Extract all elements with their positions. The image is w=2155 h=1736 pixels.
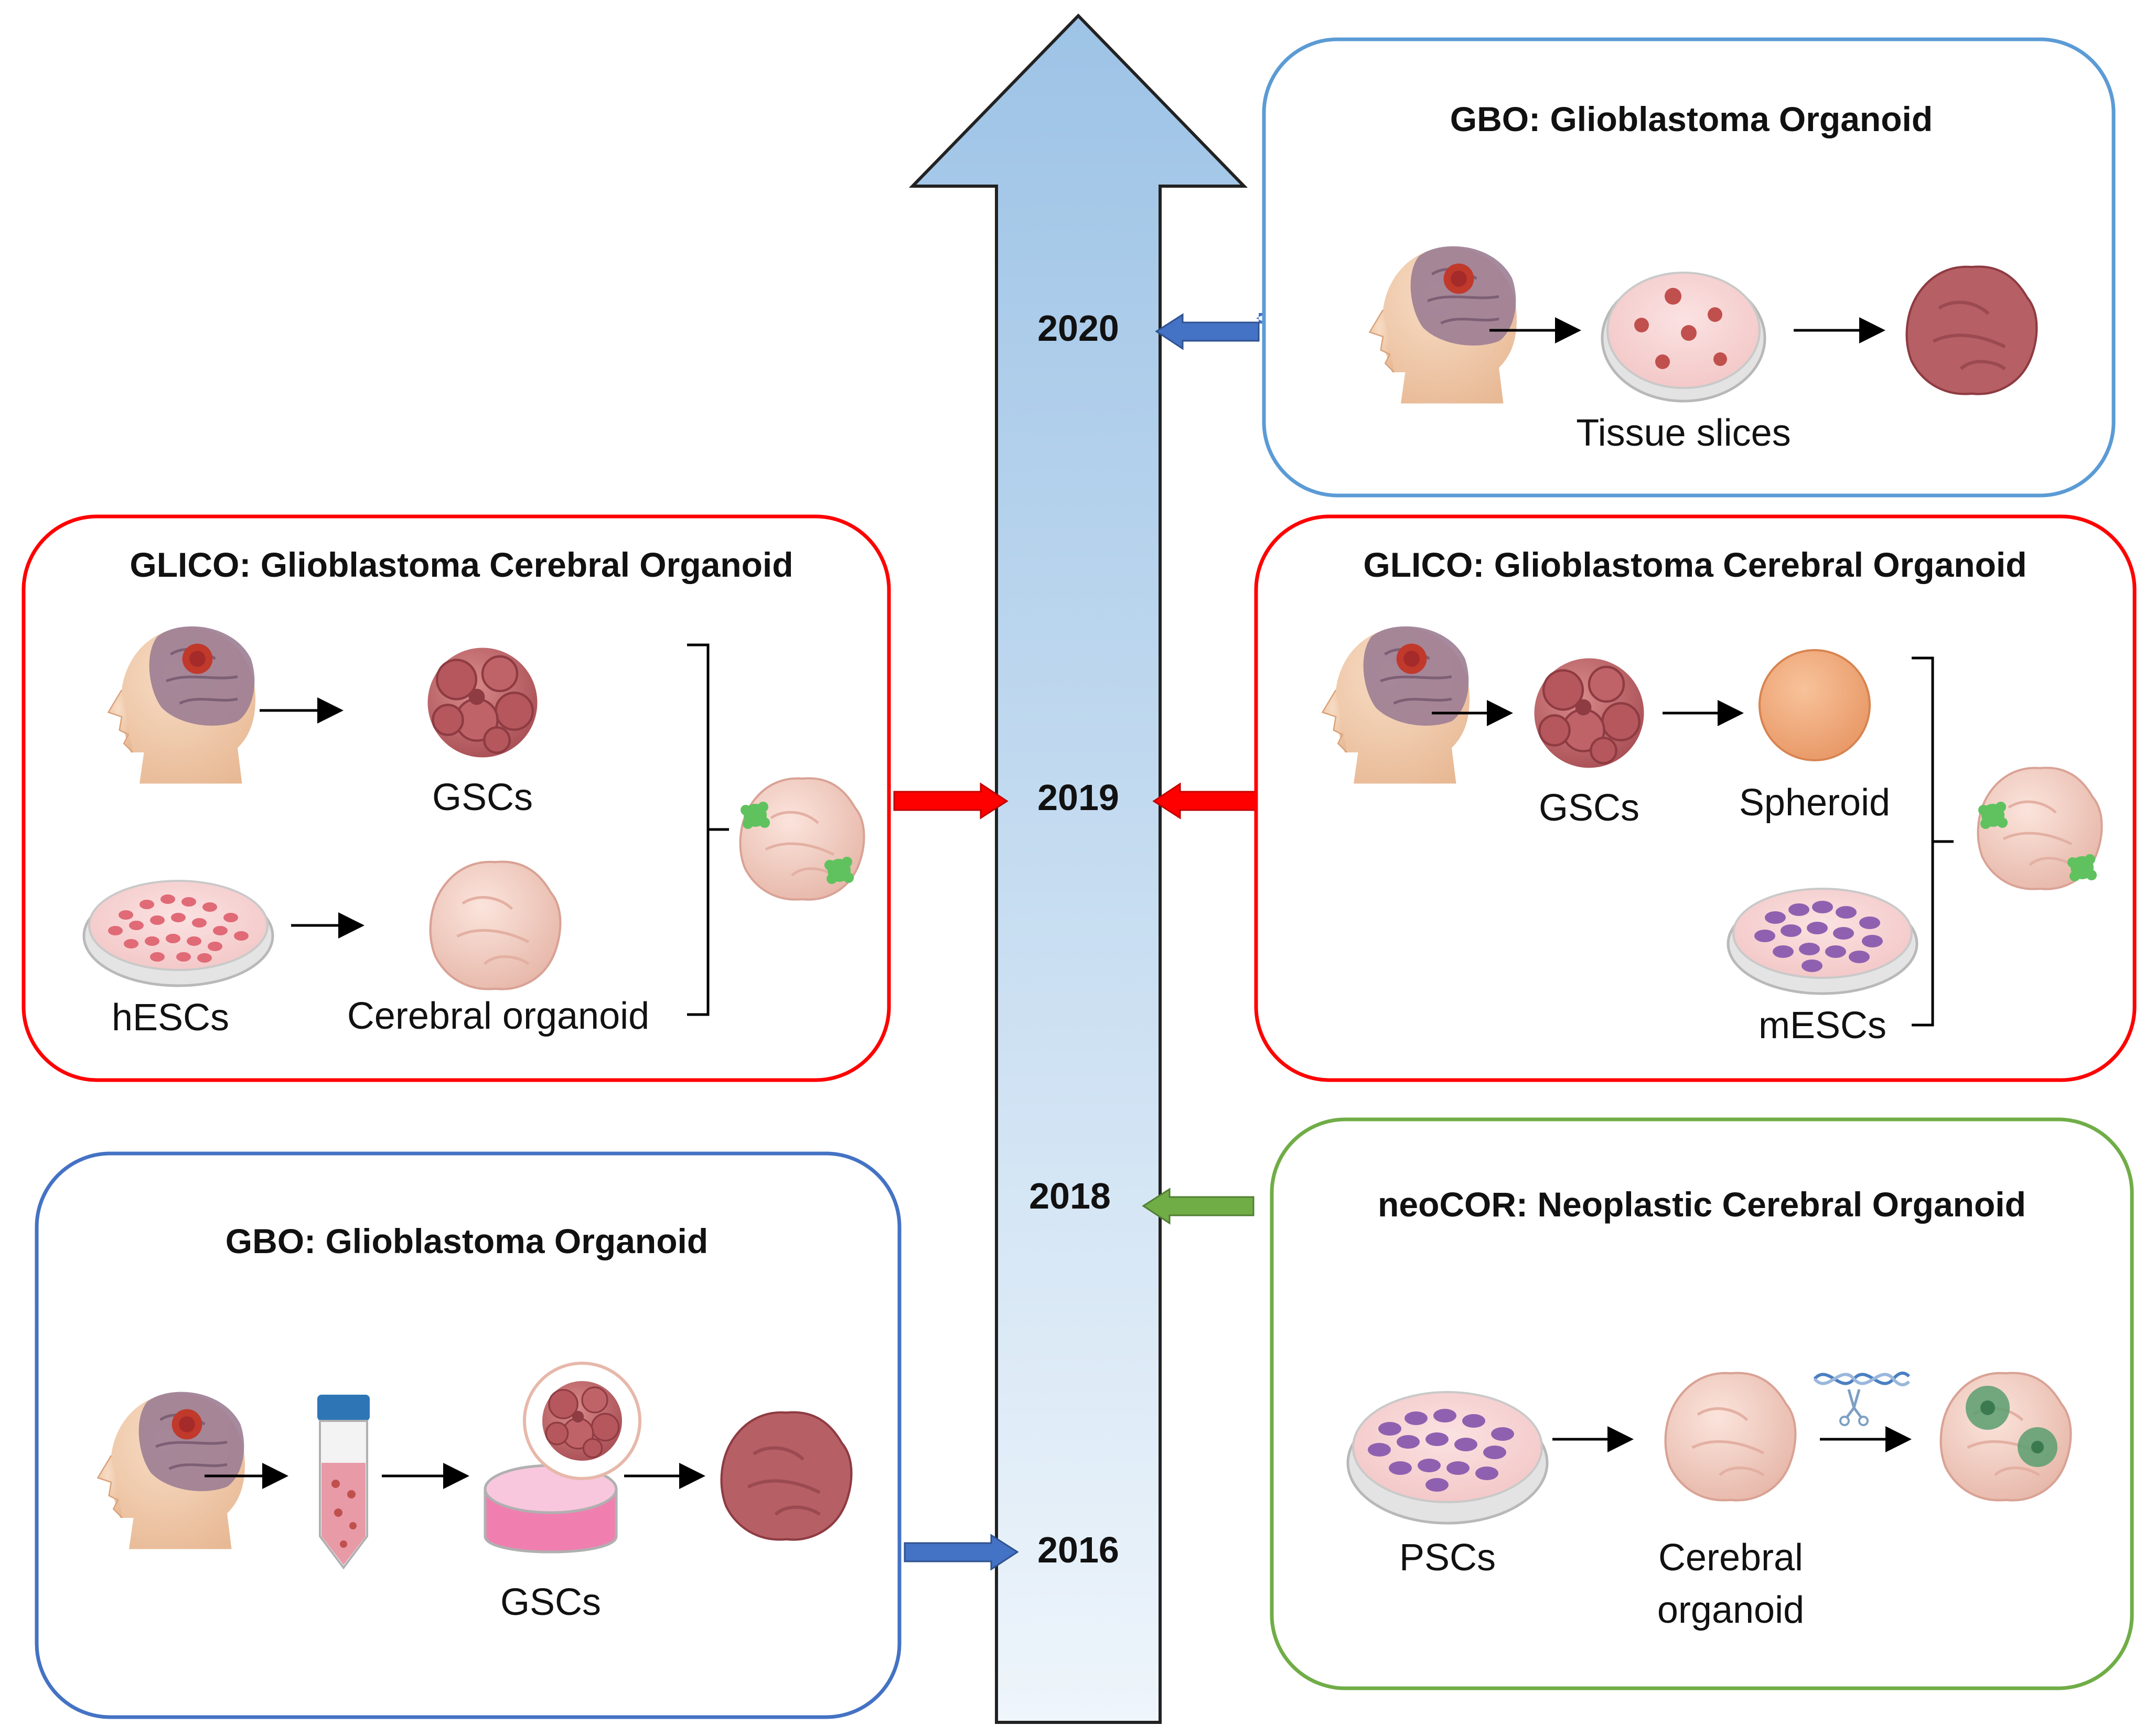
label-tissue-slices: Tissue slices xyxy=(1576,412,1791,454)
petri-dish-pscs-icon xyxy=(1346,1391,1549,1525)
label-pscs: PSCs xyxy=(1399,1537,1496,1579)
glico-organoid-icon xyxy=(1978,768,2102,889)
label-spheroid: Spheroid xyxy=(1739,782,1890,824)
cerebral-organoid-icon xyxy=(431,862,561,989)
label-gscs: GSCs xyxy=(1539,787,1639,829)
panel-neocor-2018: neoCOR: Neoplastic Cerebral Organoid xyxy=(1270,1117,2134,1690)
glioblastoma-organoid-icon xyxy=(1907,267,2037,394)
year-2020: 2020 xyxy=(1037,308,1119,349)
panel-title: GBO: Glioblastoma Organoid xyxy=(226,1222,708,1260)
label-hescs: hESCs xyxy=(112,997,229,1039)
panel-title: GLICO: Glioblastoma Cerebral Organoid xyxy=(130,545,793,584)
connector-arrow-2018 xyxy=(1142,1188,1255,1225)
label-cerebral-organoid: Cerebral organoid xyxy=(347,995,649,1037)
petri-dish-tissue-slices-icon xyxy=(1601,272,1766,403)
glioblastoma-organoid-icon xyxy=(722,1412,852,1540)
glico-organoid-icon xyxy=(741,778,864,899)
year-2019: 2019 xyxy=(1037,777,1119,818)
panel-title: GLICO: Glioblastoma Cerebral Organoid xyxy=(1363,545,2027,584)
label-gscs: GSCs xyxy=(500,1581,601,1623)
culture-dish-gscs-icon xyxy=(484,1362,641,1554)
gsc-cluster-icon xyxy=(1535,659,1644,768)
panel-gbo-2016: GBO: Glioblastoma Organoid GSCs xyxy=(35,1151,902,1719)
label-gscs: GSCs xyxy=(432,777,533,818)
spheroid-icon xyxy=(1759,649,1871,761)
panel-gbo-2020: GBO: Glioblastoma Organoid Tissue slices xyxy=(1262,37,2116,498)
label-mescs: mESCs xyxy=(1759,1005,1886,1047)
panel-title: GBO: Glioblastoma Organoid xyxy=(1450,100,1933,138)
connector-arrow-2019-left xyxy=(893,782,1009,820)
label-organoid: organoid xyxy=(1657,1589,1804,1631)
panel-glico-2019-right: GLICO: Glioblastoma Cerebral Organoid GS… xyxy=(1254,514,2137,1082)
petri-dish-mescs-icon xyxy=(1728,889,1917,994)
connector-arrow-2016 xyxy=(904,1534,1019,1571)
gsc-cluster-icon xyxy=(428,648,538,758)
neoplastic-organoid-icon xyxy=(1941,1373,2071,1501)
label-cerebral: Cerebral xyxy=(1658,1537,1803,1579)
connector-arrow-2019-right xyxy=(1152,782,1262,820)
timeline-arrow xyxy=(908,13,1248,1724)
bracket xyxy=(1912,656,1954,1027)
petri-dish-hescs-icon xyxy=(84,881,273,986)
panel-glico-2019-left: GLICO: Glioblastoma Cerebral Organoid GS… xyxy=(22,514,891,1082)
bracket xyxy=(687,643,729,1016)
dna-editing-icon xyxy=(1813,1371,1911,1426)
centrifuge-tube-icon xyxy=(317,1395,370,1570)
panel-title: neoCOR: Neoplastic Cerebral Organoid xyxy=(1378,1185,2026,1224)
year-2016: 2016 xyxy=(1037,1529,1119,1570)
cerebral-organoid-icon xyxy=(1666,1373,1796,1501)
year-2018: 2018 xyxy=(1029,1176,1111,1216)
